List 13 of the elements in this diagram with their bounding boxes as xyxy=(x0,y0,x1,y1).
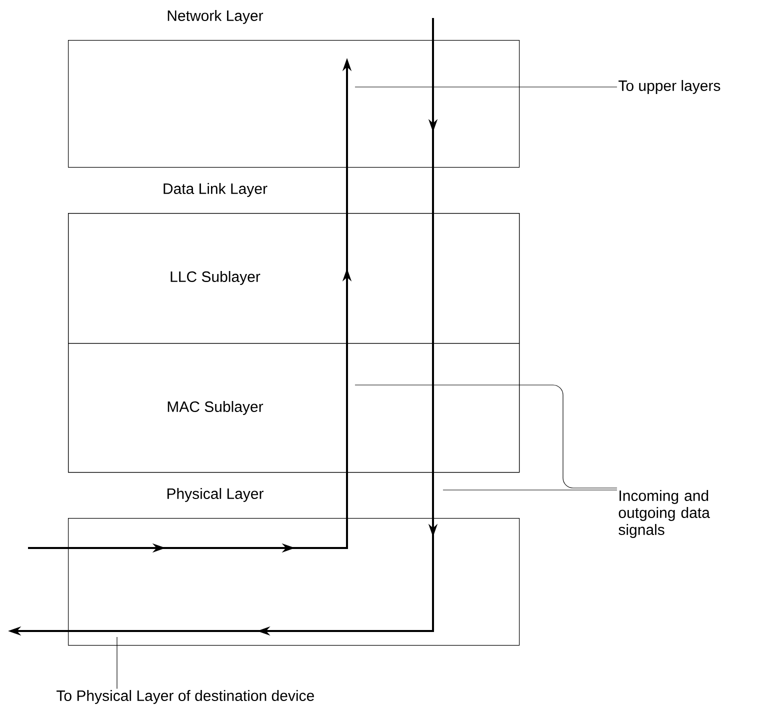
label-text: Incoming and outgoing data signals xyxy=(618,490,710,538)
label-text: To Physical Layer of destination device xyxy=(56,690,314,704)
leader-line xyxy=(116,636,118,690)
node-label: Data Link Layer xyxy=(164,183,268,197)
sublayer-box: LLC Sublayer xyxy=(68,213,520,344)
label-text: To upper layers xyxy=(618,80,720,94)
leader-line xyxy=(354,86,618,88)
node-label: Network Layer xyxy=(168,10,264,24)
layer-box: Physical Layer xyxy=(68,488,520,646)
sublayer-box: MAC Sublayer xyxy=(68,343,520,473)
leader-line xyxy=(354,384,618,488)
layer-box: Network Layer xyxy=(68,10,520,168)
node-label: Physical Layer xyxy=(167,488,264,502)
